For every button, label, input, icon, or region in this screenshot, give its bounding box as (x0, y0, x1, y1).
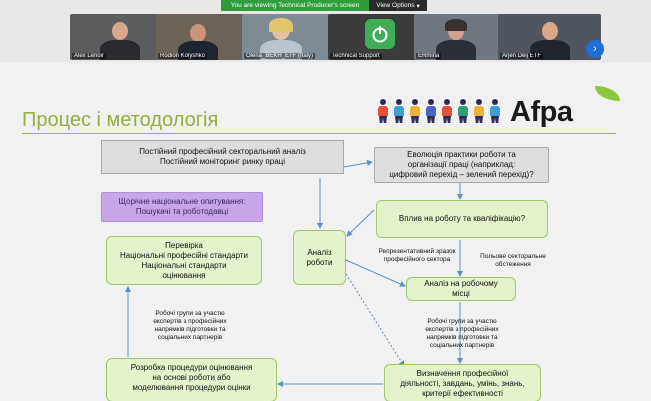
flow-box-impact: Вплив на роботу та кваліфікацію? (376, 200, 548, 238)
flow-box-definition: Визначення професійної діяльності, завда… (384, 364, 541, 401)
participant-name: Alex Lenoir (72, 53, 107, 59)
view-options-button[interactable]: View Options ▾ (369, 0, 427, 11)
view-options-label: View Options (376, 2, 415, 9)
participant-tile[interactable]: Rodion Kolyshko (156, 14, 259, 60)
flow-box-workplace-analysis: Аналіз на робочому місці (406, 277, 516, 301)
power-icon (365, 19, 395, 49)
slide-title: Процес і методологія (22, 109, 219, 131)
afpa-logo: Afpa (510, 86, 622, 128)
title-divider (22, 133, 616, 134)
flow-box-work-analysis: Аналіз роботи (293, 230, 346, 285)
chevron-down-icon: ▾ (416, 2, 420, 10)
chevron-right-icon: › (593, 43, 597, 55)
participant-tile[interactable]: Technical Support (328, 14, 431, 60)
participant-avatar (112, 22, 128, 40)
note-representative-sample: Репрезентативний зразок професійного сек… (378, 248, 456, 263)
participant-tile[interactable]: Arjen Deij ETF (498, 14, 601, 60)
participant-avatar (542, 22, 558, 40)
flow-box-evolution: Еволюція практики роботи та організації … (374, 147, 549, 183)
participant-tile[interactable]: Alex Lenoir (70, 14, 173, 60)
flow-arrows (125, 159, 463, 387)
screen-share-banner: You are viewing Technical Producer's scr… (221, 0, 427, 11)
note-working-groups-left: Робочі групи за участю експертів з профе… (153, 310, 227, 341)
participant-name: Arjen Deij ETF (500, 53, 544, 59)
participant-name: Technical Support (330, 53, 382, 59)
flow-box-standards: Перевірка Національні професійні стандар… (106, 236, 262, 285)
participant-tile[interactable]: Olena_BEKH_ETF (Italy) (242, 14, 345, 60)
next-participants-button[interactable]: › (586, 40, 604, 58)
participant-name: Olena_BEKH_ETF (Italy) (244, 53, 316, 59)
note-field-survey: Польове секторальне обстеження (480, 253, 546, 268)
participant-name: ERmina (416, 53, 442, 59)
flow-box-assessment-procedure: Розробка процедури оцінювання на основі … (106, 358, 277, 401)
flow-box-sector-analysis: Постійний професійний секторальний аналі… (101, 140, 344, 174)
screen-share-label: You are viewing Technical Producer's scr… (221, 0, 369, 11)
participant-avatar (190, 24, 206, 42)
participant-name: Rodion Kolyshko (158, 53, 208, 59)
note-working-groups-right: Робочі групи за участю експертів з профе… (425, 318, 499, 349)
people-illustration (376, 97, 504, 123)
participant-strip: Alex Lenoir Rodion Kolyshko Olena_BEKH_E… (0, 12, 651, 62)
shared-slide: Процес і методологія Afpa (0, 62, 651, 401)
flow-box-national-survey: Щорічне національне опитування: Пошукачі… (101, 192, 263, 222)
